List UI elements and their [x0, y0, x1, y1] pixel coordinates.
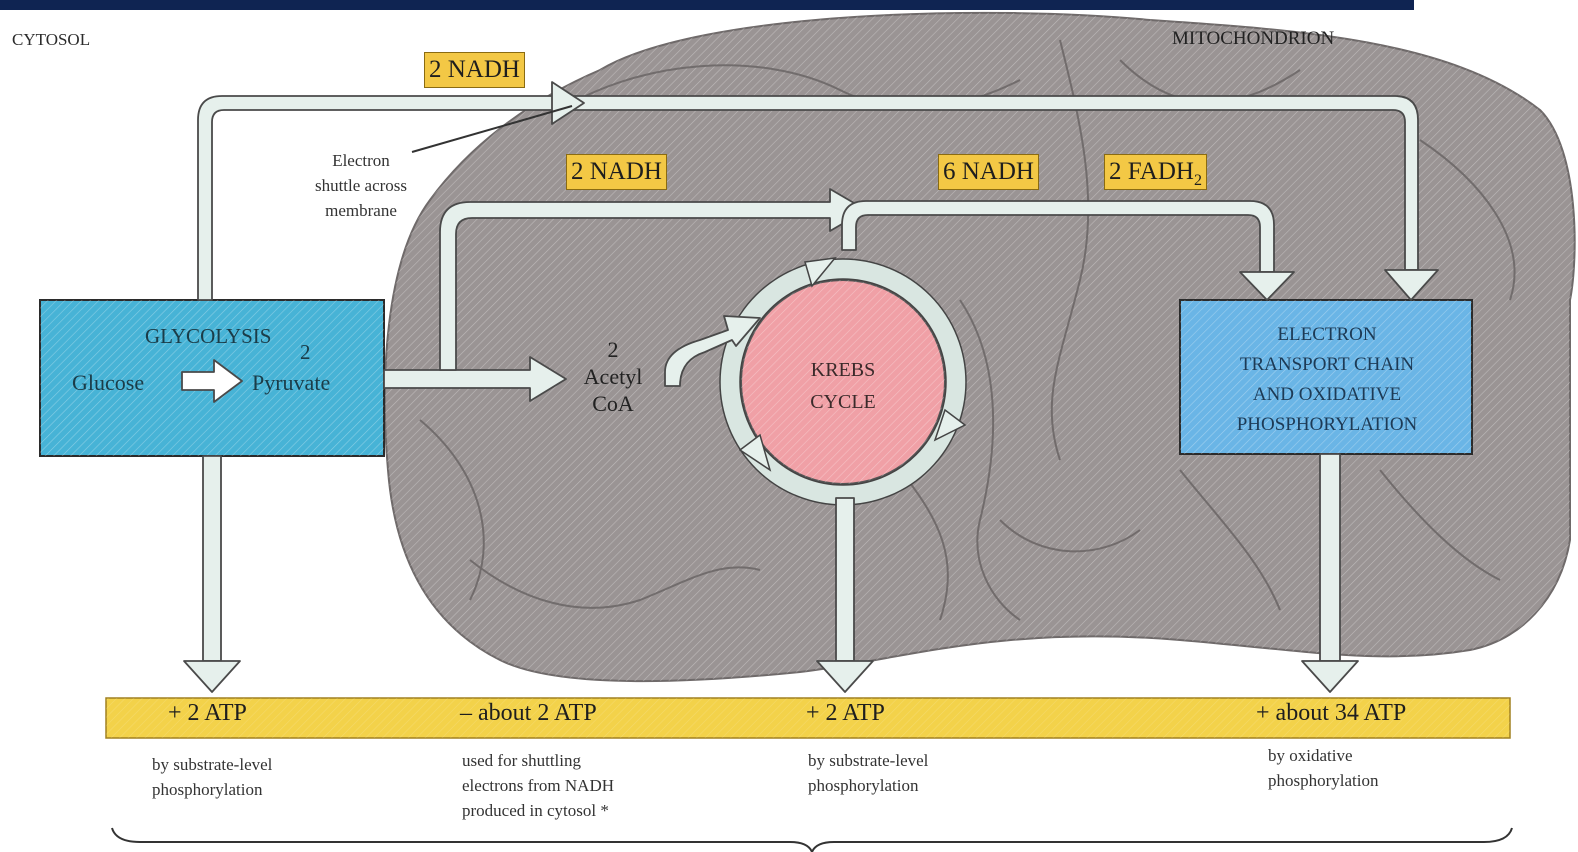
atp-yield-shuttle: – about 2 ATP: [460, 700, 597, 726]
pyruvate-count: 2: [300, 340, 311, 364]
etc-line-2: TRANSPORT CHAIN: [1239, 354, 1415, 375]
atp-note-shuttle-line-3: produced in cytosol *: [462, 801, 609, 820]
shuttle-line-1: Electron: [332, 151, 390, 170]
krebs-fadh2-badge: 2 FADH2: [1104, 154, 1207, 190]
krebs-cycle-arrow: [720, 259, 966, 505]
cytosol-label: CYTOSOL: [12, 30, 91, 49]
atp-note-shuttle-line-1: used for shuttling: [462, 751, 581, 770]
shuttle-pointer: [411, 105, 573, 153]
etc-line-1: ELECTRON: [1277, 324, 1377, 345]
atp-note-shuttle-line-2: electrons from NADH: [462, 776, 615, 795]
krebs-line-1: KREBS: [810, 359, 876, 381]
shuttle-label: Electron shuttle across membrane: [298, 148, 424, 223]
atp-note-glycolysis-line-1: by substrate-level: [152, 755, 273, 774]
acetyl-coa-count: 2: [607, 337, 619, 362]
mitochondrion-label: MITOCHONDRION: [1172, 28, 1335, 49]
acetyl-coa-label: 2 Acetyl CoA: [566, 336, 660, 417]
fadh2-text: 2 FADH: [1109, 158, 1194, 185]
atp-note-krebs-line-2: phosphorylation: [808, 776, 919, 795]
top-bar: [0, 0, 1414, 10]
atp-note-krebs-line-1: by substrate-level: [808, 751, 929, 770]
krebs-label: KREBS CYCLE: [783, 354, 903, 418]
acetyl-coa-line-1: Acetyl: [583, 364, 643, 389]
atp-note-etc-line-2: phosphorylation: [1268, 771, 1379, 790]
krebs-nadh-badge: 6 NADH: [938, 154, 1039, 190]
atp-note-shuttle: used for shuttling electrons from NADH p…: [462, 748, 614, 823]
flow-arrows: [181, 81, 1439, 693]
shuttle-line-2: shuttle across: [314, 176, 408, 195]
atp-yield-etc: + about 34 ATP: [1256, 700, 1407, 726]
pyruvate-nadh-badge: 2 NADH: [566, 154, 667, 190]
atp-yield-glycolysis: + 2 ATP: [168, 700, 247, 726]
pyruvate-label: Pyruvate: [252, 370, 331, 395]
atp-note-glycolysis-line-2: phosphorylation: [152, 780, 263, 799]
glucose-label: Glucose: [72, 370, 145, 395]
acetyl-coa-line-2: CoA: [592, 391, 634, 416]
atp-note-etc-line-1: by oxidative: [1268, 746, 1353, 765]
fadh2-subscript: 2: [1193, 172, 1202, 189]
etc-label: ELECTRON TRANSPORT CHAIN AND OXIDATIVE P…: [1184, 320, 1470, 440]
shuttle-line-3: membrane: [325, 201, 397, 220]
summary-brace: [111, 827, 1513, 852]
glycolysis-title: GLYCOLYSIS: [145, 324, 272, 348]
atp-note-glycolysis: by substrate-level phosphorylation: [152, 752, 272, 802]
atp-note-krebs: by substrate-level phosphorylation: [808, 748, 928, 798]
atp-yield-krebs: + 2 ATP: [806, 700, 885, 726]
glycolysis-nadh-badge: 2 NADH: [424, 52, 525, 88]
etc-line-4: PHOSPHORYLATION: [1236, 414, 1418, 435]
etc-line-3: AND OXIDATIVE: [1252, 384, 1402, 405]
atp-note-etc: by oxidative phosphorylation: [1268, 743, 1379, 793]
krebs-line-2: CYCLE: [810, 391, 876, 413]
